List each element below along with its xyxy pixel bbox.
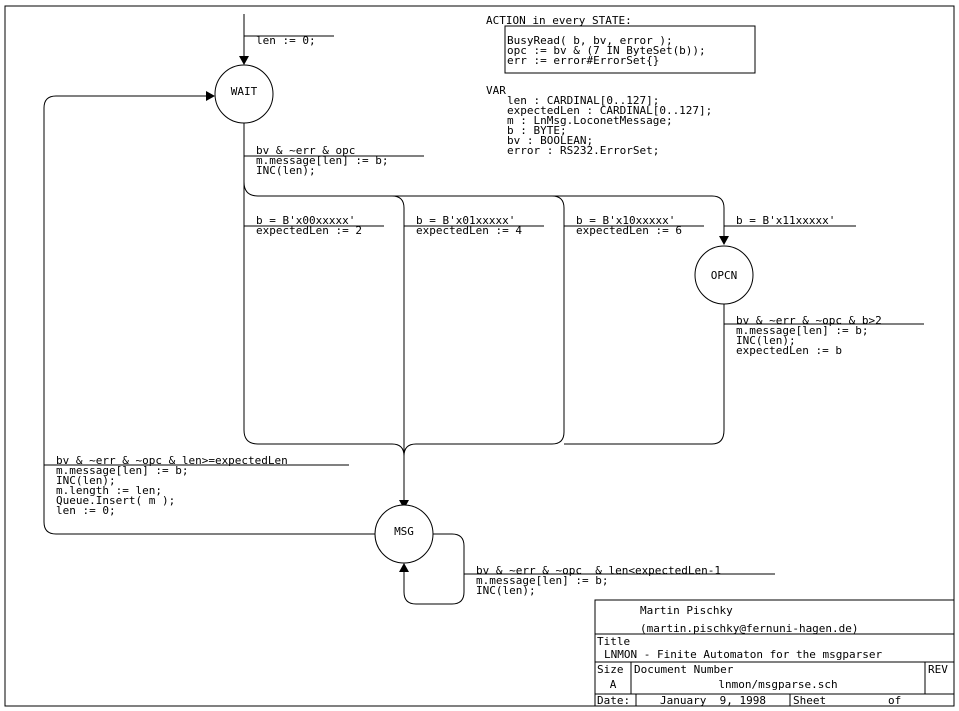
var-title: VAR	[486, 84, 506, 97]
msg-loop-arrowhead	[399, 563, 409, 572]
merge-mid	[403, 431, 565, 457]
author-name: Martin Pischky	[640, 604, 733, 617]
msg-return-action-3: m.length := len;	[56, 484, 162, 497]
state-wait-label: WAIT	[231, 85, 258, 98]
sheet-label: Sheet	[793, 694, 826, 707]
var-line-5: bv : BOOLEAN;	[507, 134, 593, 147]
page-border	[4, 5, 955, 707]
date-label: Date:	[597, 694, 630, 707]
action-title: ACTION in every STATE:	[486, 14, 632, 27]
msg-return-action-1: m.message[len] := b;	[56, 464, 188, 477]
init-arrowhead	[239, 56, 249, 65]
branch-bus-top	[243, 181, 725, 236]
msg-return-line	[43, 95, 375, 535]
msg-loop-action-1: m.message[len] := b;	[476, 574, 608, 587]
wait-out-condition: bv & ~err & opc	[256, 144, 355, 157]
merge-left	[243, 429, 405, 457]
msg-return-action-4: Queue.Insert( m );	[56, 494, 175, 507]
var-line-4: b : BYTE;	[507, 124, 567, 137]
msg-return-action-5: len := 0;	[56, 504, 116, 517]
init-action: len := 0;	[256, 34, 316, 47]
of-label: of	[888, 694, 901, 707]
date-value: January 9, 1998	[660, 694, 766, 707]
title-block: Martin Pischky (martin.pischky@fernuni-h…	[594, 599, 955, 707]
branch-1-action: expectedLen := 2	[256, 224, 362, 237]
var-line-2: expectedLen : CARDINAL[0..127];	[507, 104, 712, 117]
msg-return-condition: bv & ~err & ~opc & len>=expectedLen	[56, 454, 288, 467]
docnum-value: lnmon/msgparse.sch	[718, 678, 837, 691]
document-title: LNMON - Finite Automaton for the msgpars…	[604, 648, 883, 661]
wait-out-action-1: m.message[len] := b;	[256, 154, 388, 167]
branch-3-condition: b = B'x10xxxxx'	[576, 214, 675, 227]
action-box	[504, 25, 756, 74]
msg-loop-action-2: INC(len);	[476, 584, 536, 597]
title-label: Title	[597, 635, 630, 648]
docnum-label: Document Number	[634, 663, 734, 676]
rev-label: REV	[928, 663, 948, 676]
opcn-out-action-2: INC(len);	[736, 334, 796, 347]
var-line-3: m : LnMsg.LoconetMessage;	[507, 114, 673, 127]
action-line-1: BusyRead( b, bv, error );	[507, 34, 673, 47]
branch-2-action: expectedLen := 4	[416, 224, 522, 237]
branch-4-condition: b = B'x11xxxxx'	[736, 214, 835, 227]
msg-loop-line	[403, 533, 465, 605]
size-label: Size	[597, 663, 624, 676]
branch-2-condition: b = B'x01xxxxx'	[416, 214, 515, 227]
author-email: (martin.pischky@fernuni-hagen.de)	[640, 622, 859, 635]
opcn-out-condition: bv & ~err & ~opc & b>2	[736, 314, 882, 327]
var-line-1: len : CARDINAL[0..127];	[507, 94, 659, 107]
branch-1-condition: b = B'x00xxxxx'	[256, 214, 355, 227]
opcn-out-action-3: expectedLen := b	[736, 344, 842, 357]
branch-3-action: expectedLen := 6	[576, 224, 682, 237]
state-msg-label: MSG	[394, 525, 414, 538]
branch-2-line	[391, 195, 405, 494]
state-opcn-label: OPCN	[711, 269, 738, 282]
wait-out-action-2: INC(len);	[256, 164, 316, 177]
msg-loop-condition: bv & ~err & ~opc & len<expectedLen-1	[476, 564, 721, 577]
title-block-frame	[594, 599, 955, 707]
wait-arrowhead	[206, 91, 215, 101]
action-line-3: err := error#ErrorSet{}	[507, 54, 659, 67]
opcn-arrowhead	[719, 236, 729, 245]
merge-right	[564, 429, 725, 445]
action-line-2: opc := bv & (7 IN ByteSet(b));	[507, 44, 706, 57]
branch-3-line	[551, 195, 565, 432]
size-value: A	[610, 678, 617, 691]
msg-return-action-2: INC(len);	[56, 474, 116, 487]
opcn-out-action-1: m.message[len] := b;	[736, 324, 868, 337]
var-line-6: error : RS232.ErrorSet;	[507, 144, 659, 157]
